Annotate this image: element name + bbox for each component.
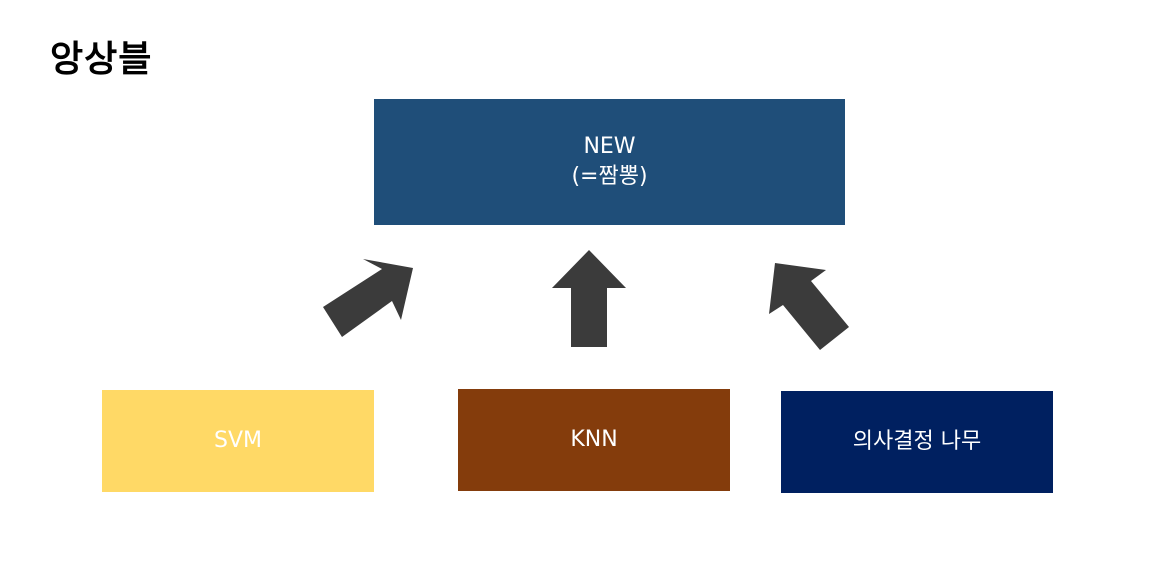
new-result-box: NEW (=짬뽕)	[374, 99, 845, 225]
svm-model-box: SVM	[102, 390, 374, 492]
decision-tree-label: 의사결정 나무	[852, 429, 982, 454]
page-title: 앙상블	[50, 39, 153, 80]
knn-label: KNN	[570, 427, 618, 452]
arrow-knn-to-new	[552, 250, 626, 347]
new-box-sublabel: (=짬뽕)	[571, 164, 648, 189]
decision-tree-model-box: 의사결정 나무	[781, 391, 1053, 493]
knn-model-box: KNN	[458, 389, 730, 491]
new-box-label: NEW	[583, 134, 636, 159]
svm-label: SVM	[214, 428, 262, 453]
arrow-svm-to-new	[323, 259, 413, 337]
arrow-tree-to-new	[769, 263, 849, 350]
